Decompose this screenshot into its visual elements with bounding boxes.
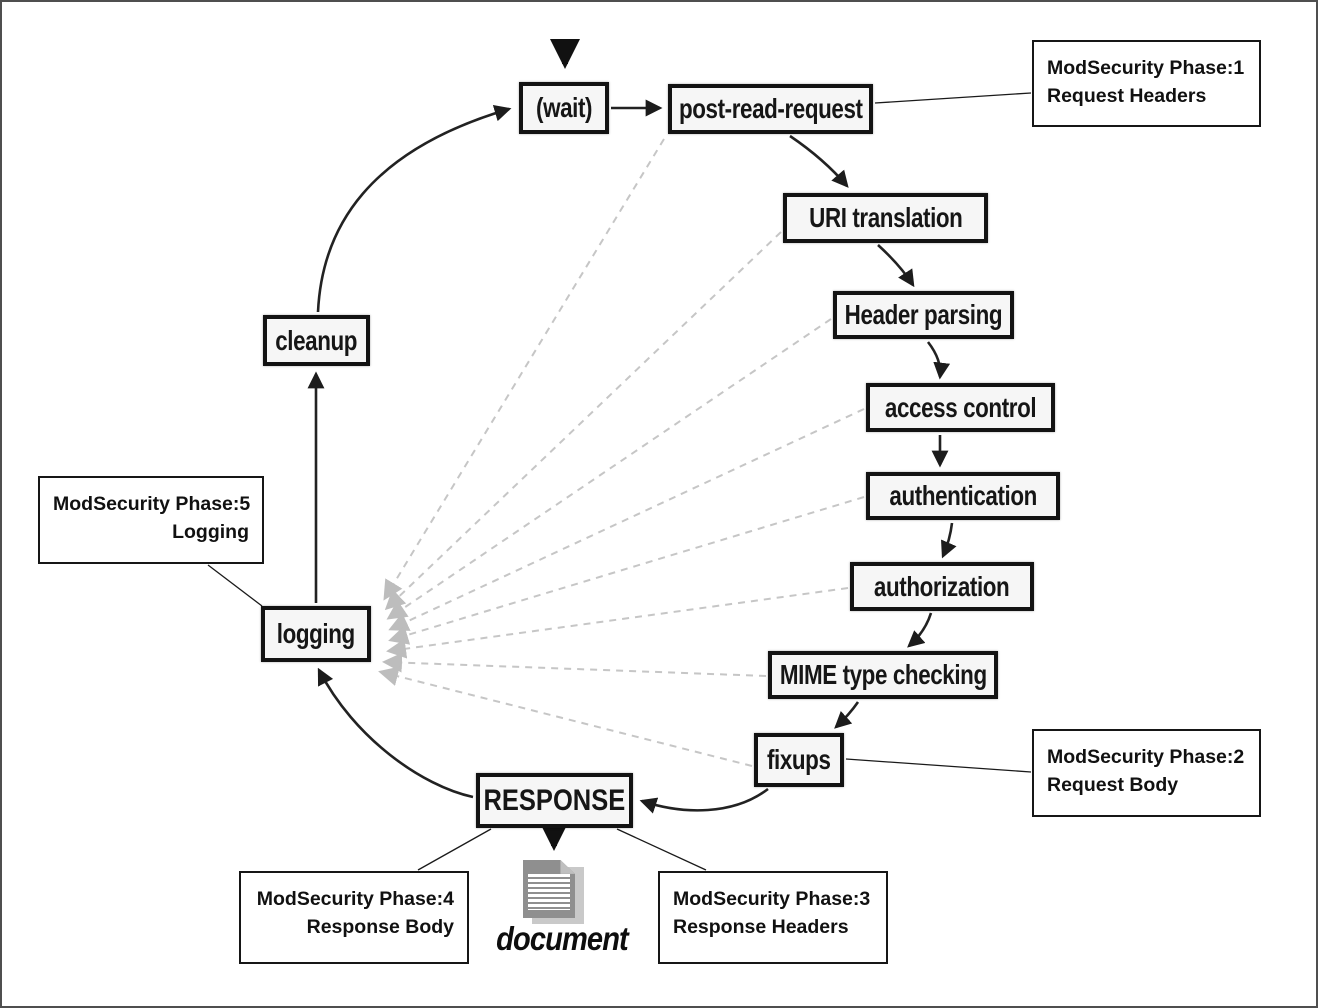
connector-response-to-phase3 xyxy=(616,828,707,871)
node-authorization-label: authorization xyxy=(874,570,1010,602)
connector-phase5-to-logging xyxy=(207,564,263,607)
node-header-parsing: Header parsing xyxy=(833,291,1014,339)
node-wait-label: (wait) xyxy=(535,92,593,123)
node-authentication-label: authentication xyxy=(889,480,1037,511)
annotation-phase2: ModSecurity Phase:2 Request Body xyxy=(1032,729,1261,817)
dashed-edge-access-control-to-logging xyxy=(388,408,865,631)
annotation-phase5-line2: Logging xyxy=(172,520,249,543)
edge-fixups-to-response xyxy=(639,787,769,814)
node-response: RESPONSE xyxy=(476,773,633,828)
dashed-edge-authentication-to-logging xyxy=(388,496,865,645)
node-mime-type-checking-label: MIME type checking xyxy=(779,659,987,690)
edge-mime-type-checking-to-fixups xyxy=(834,701,860,729)
node-access-control: access control xyxy=(866,383,1055,432)
dashed-edge-post-read-request-to-logging xyxy=(383,138,665,601)
annotation-phase4: ModSecurity Phase:4 Response Body xyxy=(239,871,469,964)
node-cleanup: cleanup xyxy=(263,315,370,366)
node-uri-translation-label: URI translation xyxy=(808,202,963,233)
annotation-phase1-line1: ModSecurity Phase:1 xyxy=(1047,57,1245,79)
annotation-phase4-line1: ModSecurity Phase:4 xyxy=(256,888,454,910)
annotation-phase1: ModSecurity Phase:1 Request Headers xyxy=(1032,40,1261,127)
edge-uri-translation-to-header-parsing xyxy=(877,244,915,288)
node-fixups: fixups xyxy=(754,733,844,787)
annotation-phase3-line1: ModSecurity Phase:3 xyxy=(673,888,871,910)
annotation-phase2-line2: Request Body xyxy=(1047,773,1179,796)
document-icon-text-lines xyxy=(528,874,570,910)
dashed-edge-header-parsing-to-logging xyxy=(386,318,832,620)
node-authorization: authorization xyxy=(850,562,1034,611)
node-authentication: authentication xyxy=(866,472,1060,520)
document-label: document xyxy=(496,920,629,957)
node-logging-label: logging xyxy=(276,618,356,649)
dashed-edge-mime-type-checking-to-logging xyxy=(382,652,767,677)
node-wait: (wait) xyxy=(519,82,609,134)
edge-post-read-request-to-uri-translation xyxy=(789,134,849,188)
edge-authorization-to-mime-type-checking xyxy=(907,612,933,648)
dashed-edge-authorization-to-logging xyxy=(386,587,849,659)
node-header-parsing-label: Header parsing xyxy=(844,299,1003,330)
edge-cleanup-to-wait xyxy=(316,104,512,313)
annotation-phase5: ModSecurity Phase:5 Logging xyxy=(38,476,264,564)
edge-response-to-logging xyxy=(317,667,474,799)
node-response-label: RESPONSE xyxy=(483,783,626,817)
document-icon xyxy=(518,857,598,929)
edge-authentication-to-authorization xyxy=(941,522,957,559)
node-mime-type-checking: MIME type checking xyxy=(768,651,998,699)
node-post-read-request-label: post-read-request xyxy=(678,93,863,124)
annotation-phase5-line1: ModSecurity Phase:5 xyxy=(53,493,251,515)
annotation-phase2-line1: ModSecurity Phase:2 xyxy=(1047,746,1245,768)
annotation-phase1-line2: Request Headers xyxy=(1047,84,1207,107)
node-logging: logging xyxy=(261,606,371,662)
connector-response-to-phase4 xyxy=(417,828,492,871)
node-post-read-request: post-read-request xyxy=(668,84,873,134)
annotation-phase3-line2: Response Headers xyxy=(673,915,849,938)
annotation-phase4-line2: Response Body xyxy=(306,915,454,938)
node-access-control-label: access control xyxy=(884,391,1037,423)
dashed-edge-uri-translation-to-logging xyxy=(384,231,782,611)
connector-fixups-to-phase2 xyxy=(845,758,1032,773)
annotation-phase3: ModSecurity Phase:3 Response Headers xyxy=(658,871,888,964)
edge-header-parsing-to-access-control xyxy=(926,341,951,380)
node-fixups-label: fixups xyxy=(767,744,831,775)
node-cleanup-label: cleanup xyxy=(275,324,358,356)
node-uri-translation: URI translation xyxy=(783,193,988,243)
connector-post-read-request-to-phase1 xyxy=(874,92,1032,104)
dashed-edge-fixups-to-logging xyxy=(378,666,753,767)
